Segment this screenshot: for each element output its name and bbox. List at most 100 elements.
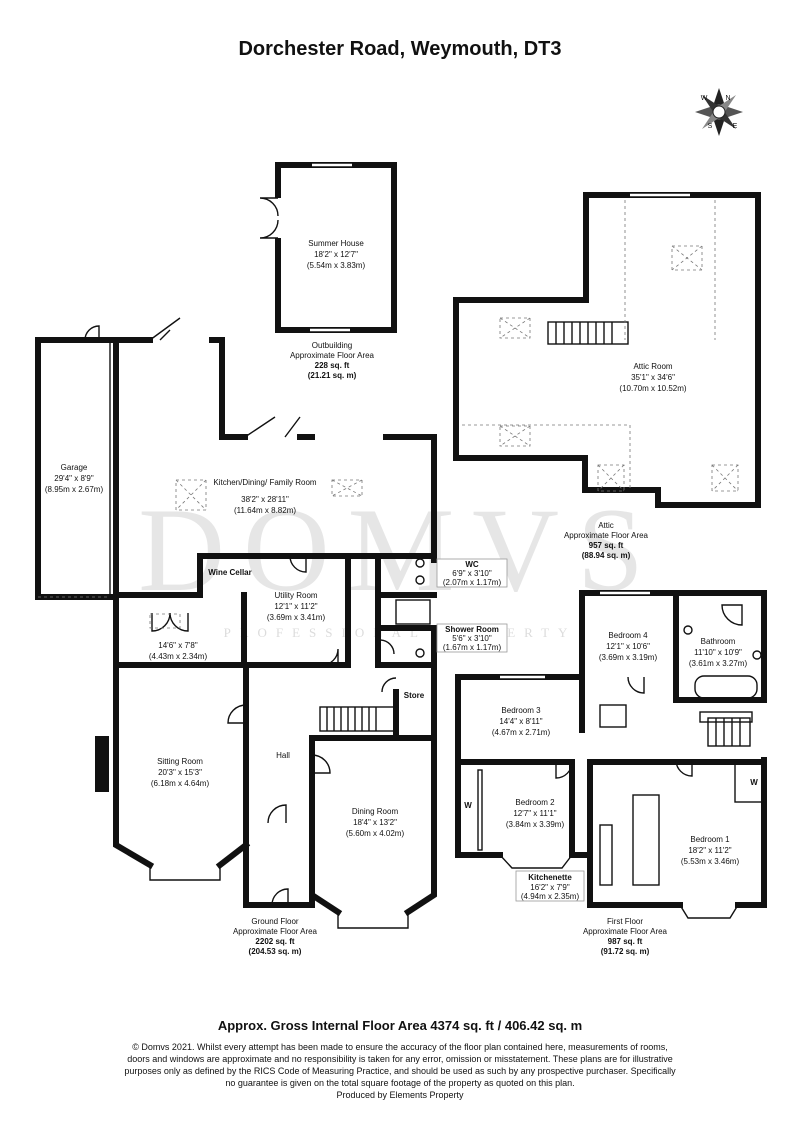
room-label-kitchenette: Kitchenette 16'2" x 7'9" (4.94m x 2.35m) [515, 870, 585, 902]
svg-text:(204.53 sq. m): (204.53 sq. m) [249, 947, 302, 956]
svg-text:Bedroom 3: Bedroom 3 [501, 706, 541, 715]
svg-text:Approximate Floor Area: Approximate Floor Area [583, 927, 668, 936]
svg-text:18'2" x 11'2": 18'2" x 11'2" [688, 846, 731, 855]
plan-title: Dorchester Road, Weymouth, DT3 [238, 38, 562, 60]
svg-text:(88.94 sq. m): (88.94 sq. m) [582, 551, 631, 560]
compass-letter-w: W [701, 95, 708, 102]
room-label-summer-house: Summer House 18'2" x 12'7" (5.54m x 3.83… [307, 239, 366, 270]
compass-letter-s: S [708, 123, 713, 130]
room-label-sitting: Sitting Room 20'3" x 15'3" (6.18m x 4.64… [151, 757, 210, 788]
svg-text:(1.67m x 1.17m): (1.67m x 1.17m) [443, 643, 502, 652]
svg-text:20'3" x 15'3": 20'3" x 15'3" [158, 768, 202, 777]
svg-text:(91.72 sq. m): (91.72 sq. m) [601, 947, 650, 956]
svg-text:16'2" x 7'9": 16'2" x 7'9" [530, 883, 570, 892]
svg-text:Kitchenette: Kitchenette [528, 873, 572, 882]
svg-text:(10.70m x 10.52m): (10.70m x 10.52m) [619, 384, 686, 393]
svg-text:12'1" x 10'6": 12'1" x 10'6" [606, 642, 650, 651]
room-label-bedroom2: Bedroom 2 12'7" x 11'1" (3.84m x 3.39m) [506, 798, 565, 829]
svg-text:Approximate Floor Area: Approximate Floor Area [233, 927, 318, 936]
svg-text:Summer House: Summer House [308, 239, 364, 248]
room-label-attic: Attic Room 35'1" x 34'6" (10.70m x 10.52… [619, 362, 686, 393]
svg-text:Ground Floor: Ground Floor [251, 917, 298, 926]
room-label-bedroom4: Bedroom 4 12'1" x 10'6" (3.69m x 3.19m) [599, 631, 658, 662]
svg-text:2202 sq. ft: 2202 sq. ft [255, 937, 294, 946]
disclaimer-text: © Domvs 2021. Whilst every attempt has b… [124, 1042, 676, 1088]
svg-text:(8.95m x 2.67m): (8.95m x 2.67m) [45, 485, 104, 494]
svg-text:Sitting Room: Sitting Room [157, 757, 203, 766]
svg-text:(3.61m x 3.27m): (3.61m x 3.27m) [689, 659, 748, 668]
svg-text:Bedroom 2: Bedroom 2 [515, 798, 555, 807]
produced-by: Produced by Elements Property [336, 1090, 464, 1100]
room-label-dining: Dining Room 18'4" x 13'2" (5.60m x 4.02m… [346, 807, 405, 838]
svg-text:Hall: Hall [276, 751, 290, 760]
floor-area-attic: Attic Approximate Floor Area 957 sq. ft … [564, 521, 649, 560]
svg-text:18'2" x 12'7": 18'2" x 12'7" [314, 250, 358, 259]
room-label-wine-cellar: Wine Cellar [208, 568, 252, 577]
svg-text:Bedroom 1: Bedroom 1 [690, 835, 730, 844]
room-label-bathroom: Bathroom 11'10" x 10'9" (3.61m x 3.27m) [689, 637, 748, 668]
svg-text:38'2" x 28'11": 38'2" x 28'11" [241, 495, 289, 504]
room-label-garage: Garage 29'4" x 8'9" (8.95m x 2.67m) [45, 463, 104, 494]
svg-text:W: W [750, 778, 758, 787]
svg-text:First Floor: First Floor [607, 917, 643, 926]
svg-text:(3.69m x 3.41m): (3.69m x 3.41m) [267, 613, 326, 622]
svg-text:WC: WC [465, 560, 479, 569]
svg-text:(5.53m x 3.46m): (5.53m x 3.46m) [681, 857, 740, 866]
compass-rose-icon: N E S W [695, 88, 743, 136]
svg-text:12'7" x 11'1": 12'7" x 11'1" [513, 809, 556, 818]
wardrobe-label-bedroom2: W [464, 801, 472, 810]
svg-text:18'4" x 13'2": 18'4" x 13'2" [353, 818, 397, 827]
svg-text:Utility Room: Utility Room [274, 591, 317, 600]
room-label-wc: WC 6'9" x 3'10" (2.07m x 1.17m) [436, 558, 508, 588]
svg-text:5'6" x 3'10": 5'6" x 3'10" [452, 634, 492, 643]
first-floor-walls [455, 590, 767, 919]
svg-text:Bedroom 4: Bedroom 4 [608, 631, 648, 640]
room-label-store: Store [404, 691, 425, 700]
svg-text:Bathroom: Bathroom [701, 637, 736, 646]
room-label-utility: Utility Room 12'1" x 11'2" (3.69m x 3.41… [267, 591, 326, 622]
room-label-kitchen: Kitchen/Dining/ Family Room 38'2" x 28'1… [213, 478, 316, 515]
svg-text:W: W [464, 801, 472, 810]
summer-house-walls [259, 162, 397, 333]
room-label-shower: Shower Room 5'6" x 3'10" (1.67m x 1.17m) [436, 623, 508, 653]
room-label-lobby: 14'6" x 7'8" (4.43m x 2.34m) [149, 641, 208, 661]
floor-area-ground: Ground Floor Approximate Floor Area 2202… [233, 917, 318, 956]
svg-text:29'4" x 8'9": 29'4" x 8'9" [54, 474, 94, 483]
svg-text:Kitchen/Dining/ Family Room: Kitchen/Dining/ Family Room [213, 478, 316, 487]
wardrobe-label-bedroom1: W [750, 778, 758, 787]
svg-text:12'1" x 11'2": 12'1" x 11'2" [274, 602, 317, 611]
svg-text:Wine Cellar: Wine Cellar [208, 568, 252, 577]
svg-text:(5.54m x 3.83m): (5.54m x 3.83m) [307, 261, 366, 270]
svg-text:957 sq. ft: 957 sq. ft [589, 541, 624, 550]
room-label-bedroom3: Bedroom 3 14'4" x 8'11" (4.67m x 2.71m) [492, 706, 551, 737]
ground-floor-walls [35, 317, 437, 929]
svg-text:Approximate Floor Area: Approximate Floor Area [290, 351, 375, 360]
svg-text:(4.43m x 2.34m): (4.43m x 2.34m) [149, 652, 208, 661]
svg-text:(3.69m x 3.19m): (3.69m x 3.19m) [599, 653, 658, 662]
svg-text:(4.94m x 2.35m): (4.94m x 2.35m) [521, 892, 580, 901]
svg-text:(3.84m x 3.39m): (3.84m x 3.39m) [506, 820, 565, 829]
svg-text:Garage: Garage [61, 463, 88, 472]
svg-text:228 sq. ft: 228 sq. ft [315, 361, 350, 370]
room-label-bedroom1: Bedroom 1 18'2" x 11'2" (5.53m x 3.46m) [681, 835, 740, 866]
svg-text:(6.18m x 4.64m): (6.18m x 4.64m) [151, 779, 210, 788]
svg-text:(2.07m x 1.17m): (2.07m x 1.17m) [443, 578, 502, 587]
svg-text:Attic: Attic [598, 521, 614, 530]
svg-text:11'10" x 10'9": 11'10" x 10'9" [694, 648, 742, 657]
svg-text:(4.67m x 2.71m): (4.67m x 2.71m) [492, 728, 551, 737]
floor-area-outbuilding: Outbuilding Approximate Floor Area 228 s… [290, 341, 375, 380]
svg-text:987 sq. ft: 987 sq. ft [608, 937, 643, 946]
svg-text:14'6" x 7'8": 14'6" x 7'8" [158, 641, 198, 650]
svg-text:6'9" x 3'10": 6'9" x 3'10" [452, 569, 492, 578]
room-label-hall: Hall [276, 751, 290, 760]
svg-text:(21.21 sq. m): (21.21 sq. m) [308, 371, 357, 380]
gross-internal-area: Approx. Gross Internal Floor Area 4374 s… [217, 1018, 583, 1033]
floor-area-first: First Floor Approximate Floor Area 987 s… [583, 917, 668, 956]
svg-text:(11.64m x 8.82m): (11.64m x 8.82m) [234, 506, 296, 515]
compass-letter-e: E [733, 123, 738, 130]
attic-walls [453, 192, 761, 508]
svg-text:Attic Room: Attic Room [633, 362, 672, 371]
svg-text:Shower Room: Shower Room [445, 625, 499, 634]
svg-text:Outbuilding: Outbuilding [312, 341, 352, 350]
